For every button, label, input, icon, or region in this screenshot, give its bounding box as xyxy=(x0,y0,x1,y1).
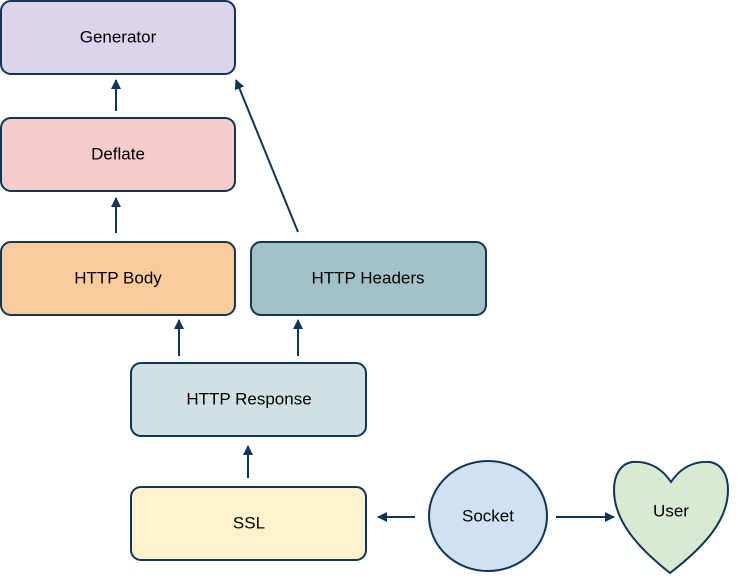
edge-http-headers-to-generator xyxy=(234,79,299,233)
generator-box xyxy=(0,0,236,75)
http-headers-label: HTTP Headers xyxy=(311,268,424,287)
edges xyxy=(111,79,615,522)
node-user: User xyxy=(612,460,730,575)
deflate-box xyxy=(0,117,236,192)
node-deflate: Deflate xyxy=(0,117,236,192)
http-body-box xyxy=(0,241,236,316)
socket-circle xyxy=(428,460,548,572)
http-response-label: HTTP Response xyxy=(186,389,311,408)
http-headers-box xyxy=(250,241,487,316)
node-http-body: HTTP Body xyxy=(0,241,236,316)
http-response-box xyxy=(130,362,367,437)
node-ssl: SSL xyxy=(130,486,367,561)
user-heart-shape xyxy=(612,460,730,575)
ssl-box xyxy=(130,486,367,561)
node-http-headers: HTTP Headers xyxy=(250,241,487,316)
node-generator: Generator xyxy=(0,0,236,75)
generator-label: Generator xyxy=(80,27,157,46)
deflate-label: Deflate xyxy=(91,144,145,163)
node-http-response: HTTP Response xyxy=(130,362,367,437)
http-body-label: HTTP Body xyxy=(74,268,162,287)
ssl-label: SSL xyxy=(233,513,265,532)
user-label: User xyxy=(653,501,689,520)
socket-label: Socket xyxy=(462,506,514,525)
node-socket: Socket xyxy=(428,460,548,572)
